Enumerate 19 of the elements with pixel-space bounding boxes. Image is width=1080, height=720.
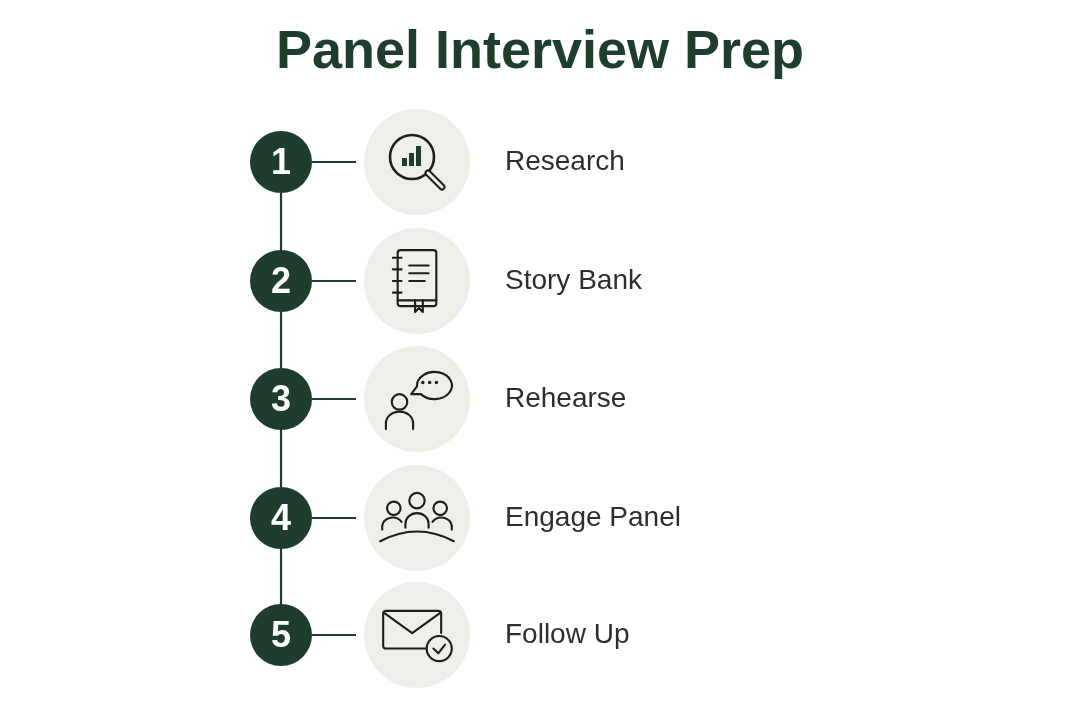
connector-line — [312, 279, 356, 283]
connector-line — [279, 193, 283, 250]
step-number: 1 — [271, 144, 291, 180]
connector-line — [312, 160, 356, 164]
connector-line — [279, 430, 283, 487]
step-label: Rehearse — [505, 384, 627, 412]
step-label: Engage Panel — [505, 503, 681, 531]
step-number: 3 — [271, 381, 291, 417]
step-number: 4 — [271, 500, 291, 536]
step-number: 2 — [271, 263, 291, 299]
connector-line — [279, 549, 283, 604]
step-number: 5 — [271, 617, 291, 653]
connector-line — [312, 397, 356, 401]
step-label: Story Bank — [505, 266, 642, 294]
connector-line — [312, 516, 356, 520]
connector-line — [312, 633, 356, 637]
step-label: Follow Up — [505, 620, 630, 648]
connector-line — [279, 312, 283, 368]
step-label: Research — [505, 147, 625, 175]
